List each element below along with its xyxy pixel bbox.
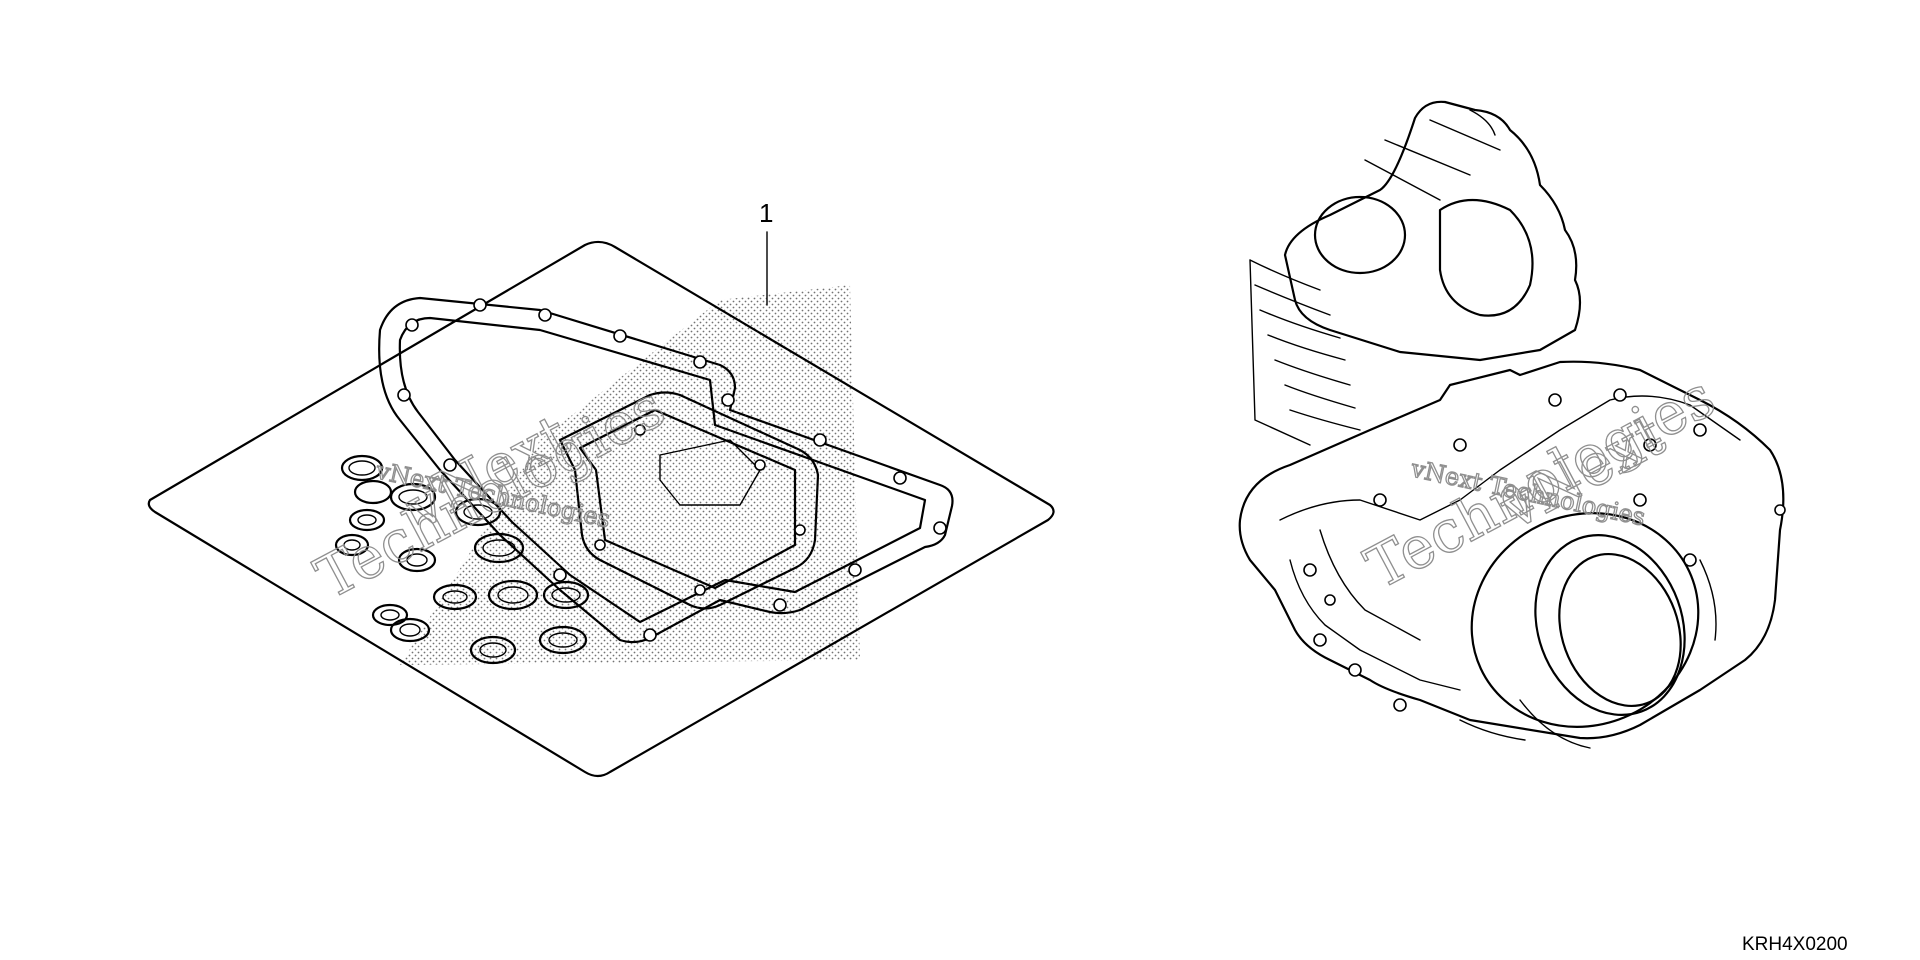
inner-gasket <box>558 391 820 610</box>
watermark-right: vNext Technologies vNext Technologies <box>1354 361 1726 603</box>
engine-clutch-inner <box>1558 552 1682 708</box>
gasket-kit-sheet <box>147 240 1055 778</box>
engine-clutch-ring <box>1534 534 1686 716</box>
engine-crankcase <box>1238 360 1785 740</box>
engine-bolt-holes <box>1303 388 1786 712</box>
engine-illustration <box>1238 100 1786 749</box>
engine-cylinder-head <box>1283 100 1582 362</box>
engine-right-cap <box>1438 199 1534 317</box>
o-rings <box>334 454 590 665</box>
gasket-kit-illustration <box>147 240 1055 778</box>
inner-gasket-recess <box>659 439 761 506</box>
callout-1-label: 1 <box>759 198 773 228</box>
engine-cylinder-fins <box>1249 259 1361 446</box>
engine-left-cap <box>1313 195 1407 275</box>
gasket-kit-stipple <box>400 285 860 665</box>
inner-gasket-inner <box>578 408 797 590</box>
diagram-code: KRH4X0200 <box>1742 934 1848 955</box>
engine-case-seam <box>1279 395 1741 521</box>
gasket-bolt-holes <box>397 298 947 642</box>
engine-case-lower <box>1459 559 1717 749</box>
engine-head-detail <box>1364 109 1501 201</box>
engine-case-flange <box>1289 529 1461 691</box>
